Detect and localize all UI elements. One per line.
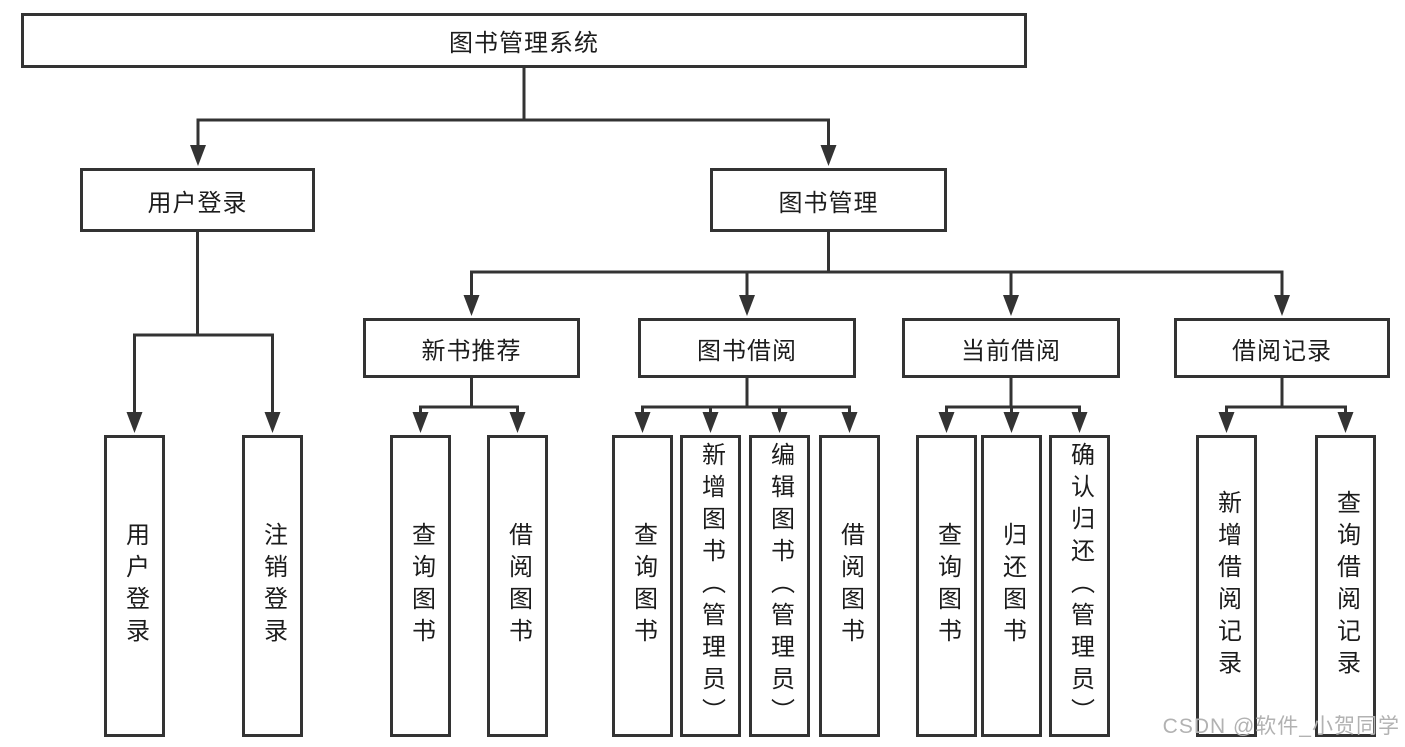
node-label: 图书管理 (778, 189, 879, 217)
node-label: 当前借阅 (961, 337, 1061, 365)
node-label: 编辑图书（管理员） (766, 442, 794, 730)
edge-current-borrow-children (945, 378, 1081, 413)
edge-root-to-level2 (196, 68, 830, 146)
leaf-borrowing-edit-books-admin: 编辑图书（管理员） (749, 435, 810, 737)
leaf-user-login: 用户登录 (104, 435, 165, 737)
leaf-borrowing-borrow-books: 借阅图书 (819, 435, 880, 737)
node-label: 确认归还（管理员） (1066, 442, 1094, 730)
leaf-current-return-books: 归还图书 (981, 435, 1042, 737)
leaf-logout: 注销登录 (242, 435, 303, 737)
node-root-system: 图书管理系统 (21, 13, 1027, 68)
node-label: 查询借阅记录 (1332, 490, 1360, 682)
leaf-records-add-borrow-record: 新增借阅记录 (1196, 435, 1257, 737)
leaf-current-confirm-return-admin: 确认归还（管理员） (1049, 435, 1110, 737)
node-new-book-recommend: 新书推荐 (363, 318, 580, 378)
leaf-records-query-borrow-record: 查询借阅记录 (1315, 435, 1376, 737)
arrowheads-level2 (190, 145, 837, 166)
node-label: 查询图书 (407, 522, 435, 650)
leaf-newbook-query-books: 查询图书 (390, 435, 451, 737)
node-label: 查询图书 (933, 522, 961, 650)
node-label: 查询图书 (629, 522, 657, 650)
leaf-borrowing-add-books-admin: 新增图书（管理员） (680, 435, 741, 737)
node-label: 用户登录 (121, 522, 149, 650)
edge-book-borrow-children (641, 378, 851, 413)
node-user-login-group: 用户登录 (80, 168, 315, 232)
leaf-current-query-books: 查询图书 (916, 435, 977, 737)
edge-borrow-records-children (1225, 378, 1347, 413)
node-label: 新增借阅记录 (1213, 490, 1241, 682)
arrowheads-leaves (126, 412, 1354, 433)
arrowheads-level3 (463, 295, 1290, 316)
node-label: 图书借阅 (697, 337, 797, 365)
node-label: 借阅图书 (836, 522, 864, 650)
node-label: 注销登录 (259, 522, 287, 650)
csdn-watermark: CSDN @软件_小贺同学 (1162, 715, 1400, 738)
node-label: 归还图书 (998, 522, 1026, 650)
node-book-borrowing: 图书借阅 (638, 318, 856, 378)
node-label: 新增图书（管理员） (697, 442, 725, 730)
edge-new-book-children (419, 378, 519, 413)
node-label: 借阅图书 (504, 522, 532, 650)
node-current-borrowing: 当前借阅 (902, 318, 1120, 378)
edge-book-management-children (470, 232, 1284, 296)
node-book-management: 图书管理 (710, 168, 947, 232)
node-label: 用户登录 (147, 189, 248, 217)
node-label: 借阅记录 (1232, 337, 1332, 365)
node-label: 新书推荐 (421, 337, 522, 365)
node-borrowing-records: 借阅记录 (1174, 318, 1390, 378)
edge-user-login-children (133, 232, 274, 413)
node-label: 图书管理系统 (449, 30, 599, 57)
leaf-borrowing-query-books: 查询图书 (612, 435, 673, 737)
leaf-newbook-borrow-books: 借阅图书 (487, 435, 548, 737)
